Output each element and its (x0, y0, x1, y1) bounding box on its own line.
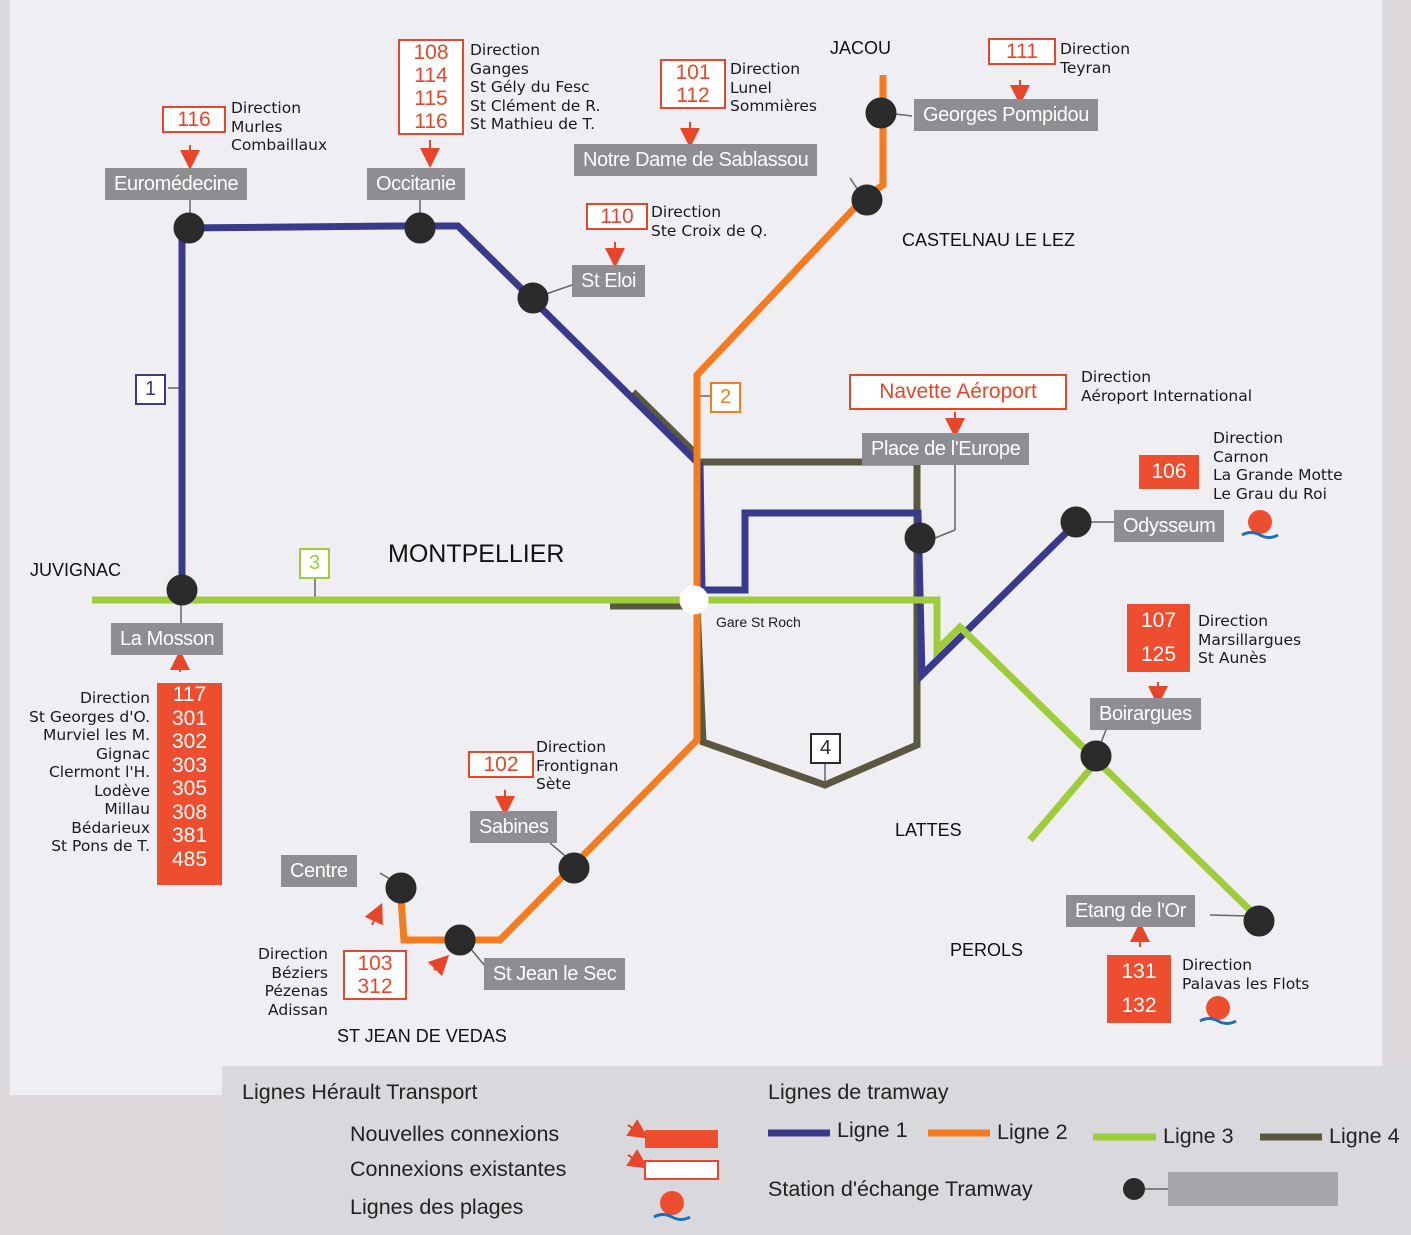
stop-occitanie[interactable] (404, 212, 436, 244)
city-montpellier: MONTPELLIER (388, 540, 565, 568)
beach-icon-odysseum (1241, 510, 1279, 539)
station-centre[interactable]: Centre (281, 855, 357, 887)
stop-sabines[interactable] (558, 852, 590, 884)
legend-ligne-3: Ligne 3 (1163, 1124, 1234, 1148)
line-4-marker: 4 (810, 733, 841, 764)
legend-ligne-2: Ligne 2 (997, 1120, 1068, 1144)
station-georges-pompidou[interactable]: Georges Pompidou (914, 99, 1098, 131)
legend-station-swatch (1168, 1172, 1338, 1206)
stop-place-europe[interactable] (904, 522, 936, 554)
legend-stop-dot (1123, 1178, 1145, 1200)
stop-notre-dame[interactable] (851, 184, 883, 216)
bus-lines-110[interactable]: 110 (586, 203, 648, 230)
stop-st-eloi[interactable] (517, 282, 549, 314)
stop-gare-st-roch[interactable] (679, 585, 709, 615)
bus-lines-111[interactable]: 111 (988, 38, 1056, 65)
line-3-marker: 3 (299, 548, 330, 579)
station-etang-de-lor[interactable]: Etang de l'Or (1066, 895, 1195, 927)
stop-odysseum[interactable] (1060, 506, 1092, 538)
legend-beach-icon (660, 1191, 684, 1215)
label-gare-st-roch: Gare St Roch (716, 614, 801, 630)
legend-tram-title: Lignes de tramway (768, 1080, 949, 1104)
tram-line-3 (92, 596, 1263, 923)
stop-euromedecine[interactable] (173, 212, 205, 244)
line-2-marker: 2 (710, 382, 741, 413)
legend-new-connection-swatch (645, 1130, 718, 1148)
station-notre-dame[interactable]: Notre Dame de Sablassou (574, 144, 818, 176)
legend-ligne-1: Ligne 1 (837, 1118, 908, 1142)
stop-etang-de-lor[interactable] (1243, 905, 1275, 937)
legend-nouvelles-connexions: Nouvelles connexions (350, 1122, 560, 1146)
station-st-eloi[interactable]: St Eloi (572, 265, 646, 297)
bus-lines-116[interactable]: 116 (162, 106, 226, 133)
beach-icon-palavas (1199, 996, 1237, 1025)
legend-lignes-plages: Lignes des plages (350, 1195, 524, 1219)
city-jacou: JACOU (830, 38, 892, 58)
stop-boirargues[interactable] (1080, 740, 1112, 772)
city-castelnau: CASTELNAU LE LEZ (902, 230, 1076, 250)
stop-st-jean-le-sec[interactable] (444, 924, 476, 956)
city-perols: PEROLS (950, 940, 1024, 960)
station-place-europe[interactable]: Place de l'Europe (862, 433, 1030, 465)
line-1-marker: 1 (135, 374, 166, 405)
legend-existing-connection-swatch (644, 1160, 719, 1180)
legend-herault-title: Lignes Hérault Transport (242, 1080, 478, 1104)
station-occitanie[interactable]: Occitanie (367, 168, 465, 200)
bus-navette-aeroport[interactable]: Navette Aéroport (849, 374, 1067, 410)
city-st-jean-de-vedas: ST JEAN DE VEDAS (337, 1026, 507, 1046)
bus-lines-106[interactable]: 106 (1139, 455, 1199, 489)
legend-connexions-existantes: Connexions existantes (350, 1157, 567, 1181)
legend-station-echange: Station d'échange Tramway (768, 1177, 1033, 1201)
station-euromedecine[interactable]: Euromédecine (105, 168, 248, 200)
station-la-mosson[interactable]: La Mosson (111, 623, 224, 655)
legend-panel (222, 1066, 1411, 1235)
stop-georges-pompidou[interactable] (865, 97, 897, 129)
station-boirargues[interactable]: Boirargues (1090, 698, 1201, 730)
bus-lines-102[interactable]: 102 (468, 751, 534, 778)
city-lattes: LATTES (895, 820, 962, 840)
station-st-jean-le-sec[interactable]: St Jean le Sec (484, 958, 626, 990)
stop-la-mosson[interactable] (166, 574, 198, 606)
station-odysseum[interactable]: Odysseum (1114, 510, 1225, 542)
tram-line-3-branch (1027, 757, 1101, 843)
legend-symbols (626, 1119, 1338, 1221)
legend-ligne-4: Ligne 4 (1329, 1124, 1400, 1148)
city-juvignac: JUVIGNAC (30, 560, 122, 580)
stop-centre[interactable] (385, 872, 417, 904)
station-sabines[interactable]: Sabines (470, 811, 558, 843)
